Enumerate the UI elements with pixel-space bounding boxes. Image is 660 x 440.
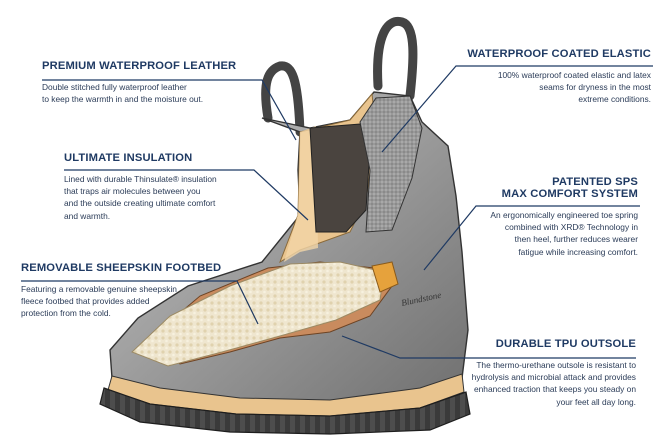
callout-title: DURABLE TPU OUTSOLE — [495, 338, 636, 350]
callout-coated-elastic: WATERPROOF COATED ELASTIC 100% waterproo… — [455, 48, 651, 106]
callout-title: REMOVABLE SHEEPSKIN FOOTBED — [21, 262, 222, 274]
callout-text: Lined with durable Thinsulate® insulatio… — [64, 173, 217, 221]
callout-waterproof-leather: PREMIUM WATERPROOF LEATHER Double stitch… — [42, 60, 264, 105]
callout-title-line2: MAX COMFORT SYSTEM — [501, 188, 638, 200]
callout-title: PREMIUM WATERPROOF LEATHER — [42, 60, 237, 72]
leader-tpu — [341, 335, 636, 359]
leader-sheepskin — [21, 280, 259, 325]
callout-ultimate-insulation: ULTIMATE INSULATION Lined with durable T… — [64, 152, 304, 222]
callout-sps-comfort: PATENTED SPS MAX COMFORT SYSTEM An ergon… — [462, 176, 638, 258]
callout-tpu-outsole: DURABLE TPU OUTSOLE The thermo-urethane … — [426, 338, 636, 408]
callout-text: The thermo-urethane outsole is resistant… — [471, 359, 636, 407]
callout-sheepskin-footbed: REMOVABLE SHEEPSKIN FOOTBED Featuring a … — [21, 262, 237, 320]
leader-sps — [423, 205, 640, 271]
callout-title: ULTIMATE INSULATION — [64, 152, 193, 164]
callout-title: WATERPROOF COATED ELASTIC — [467, 48, 651, 60]
callout-text: An ergonomically engineered toe spring c… — [490, 209, 638, 257]
callout-text: Double stitched fully waterproof leather… — [42, 81, 204, 104]
leader-insulation — [64, 169, 309, 221]
callout-text: 100% waterproof coated elastic and latex… — [497, 69, 651, 105]
pull-tab-icon — [261, 16, 418, 137]
callout-title-line1: PATENTED SPS — [552, 176, 638, 188]
leader-elastic — [381, 65, 653, 153]
leader-leather — [42, 79, 297, 141]
callout-text: Featuring a removable genuine sheepskin … — [21, 283, 177, 319]
